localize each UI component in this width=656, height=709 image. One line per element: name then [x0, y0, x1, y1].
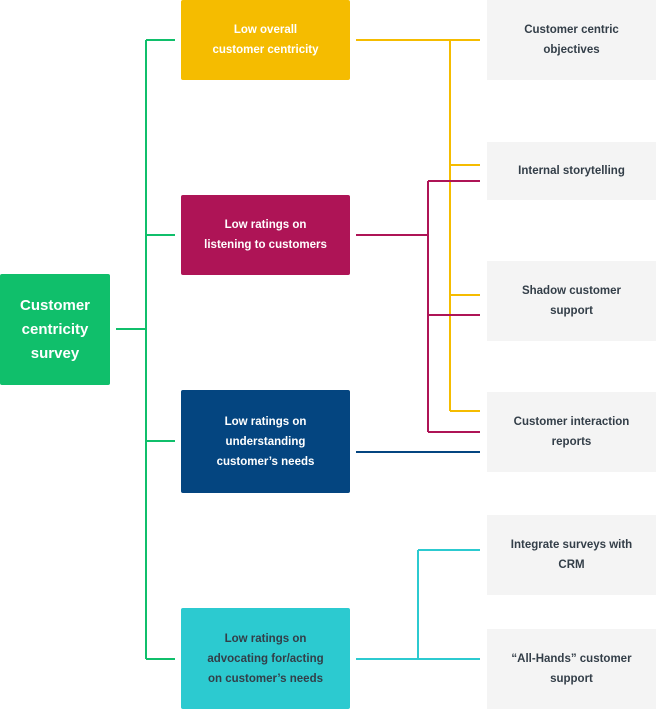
cause-label: Low ratings on listening to customers [204, 219, 327, 251]
action-node-storytelling: Internal storytelling [487, 142, 656, 200]
cause-label: Low ratings on understanding customer’s … [216, 415, 315, 468]
cause-label: Low overall customer centricity [212, 24, 319, 56]
action-label: Internal storytelling [518, 165, 625, 177]
action-label: Customer interaction reports [513, 416, 630, 448]
cause-node-advocating: Low ratings on advocating for/acting on … [181, 608, 350, 709]
action-label: Customer centric objectives [524, 24, 619, 56]
magenta-connectors [356, 180, 480, 433]
action-node-interaction-reports: Customer interaction reports [487, 392, 656, 472]
cause-label: Low ratings on advocating for/acting on … [207, 632, 324, 685]
yellow-connectors [356, 39, 480, 412]
cause-node-understanding: Low ratings on understanding customer’s … [181, 390, 350, 493]
action-node-shadow-support: Shadow customer support [487, 261, 656, 341]
action-node-objectives: Customer centric objectives [487, 0, 656, 80]
action-label: Shadow customer support [521, 285, 622, 317]
teal-connectors [356, 549, 480, 660]
action-node-integrate-surveys: Integrate surveys with CRM [487, 515, 656, 595]
action-label: Integrate surveys with CRM [510, 539, 633, 571]
action-label: “All-Hands” customer support [511, 653, 632, 685]
root-connectors [116, 39, 175, 660]
cause-node-overall-centricity: Low overall customer centricity [181, 0, 350, 80]
root-node: Customer centricity survey [0, 274, 110, 385]
action-node-all-hands: “All-Hands” customer support [487, 629, 656, 709]
root-label: Customer centricity survey [19, 296, 90, 362]
cause-node-listening: Low ratings on listening to customers [181, 195, 350, 275]
